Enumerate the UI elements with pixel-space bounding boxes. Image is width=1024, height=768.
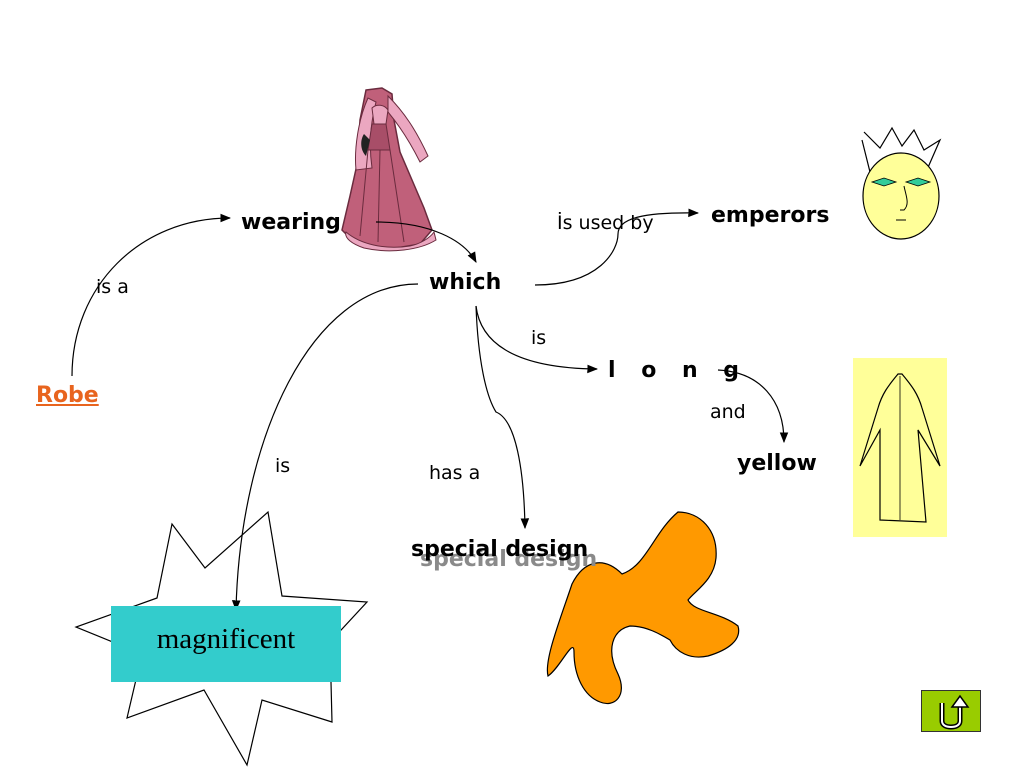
robe-link[interactable]: Robe <box>36 383 99 408</box>
concept-wearing: wearing <box>241 210 341 235</box>
concept-which: which <box>429 270 502 295</box>
magnificent-box: magnificent <box>111 606 341 682</box>
concept-special-design: special design <box>411 537 589 562</box>
concept-long: l o n g <box>608 358 749 383</box>
long-robe-icon <box>853 358 947 537</box>
return-arrow-icon <box>939 694 970 730</box>
link-is-magnificent: is <box>275 455 291 477</box>
emperor-face-icon <box>861 126 942 240</box>
link-is-a: is a <box>96 276 129 298</box>
link-has-a: has a <box>429 462 481 484</box>
concept-yellow: yellow <box>737 451 817 476</box>
magnificent-label: magnificent <box>156 623 296 655</box>
concept-emperors: emperors <box>711 203 830 228</box>
orange-blob-shape <box>546 511 740 705</box>
link-is-long: is <box>531 327 547 349</box>
link-is-used-by: İs used by <box>557 212 654 234</box>
concept-special-design-shadow: special design <box>420 547 598 572</box>
dress-icon <box>341 87 437 252</box>
return-button[interactable] <box>921 690 981 732</box>
link-and: and <box>710 401 746 423</box>
